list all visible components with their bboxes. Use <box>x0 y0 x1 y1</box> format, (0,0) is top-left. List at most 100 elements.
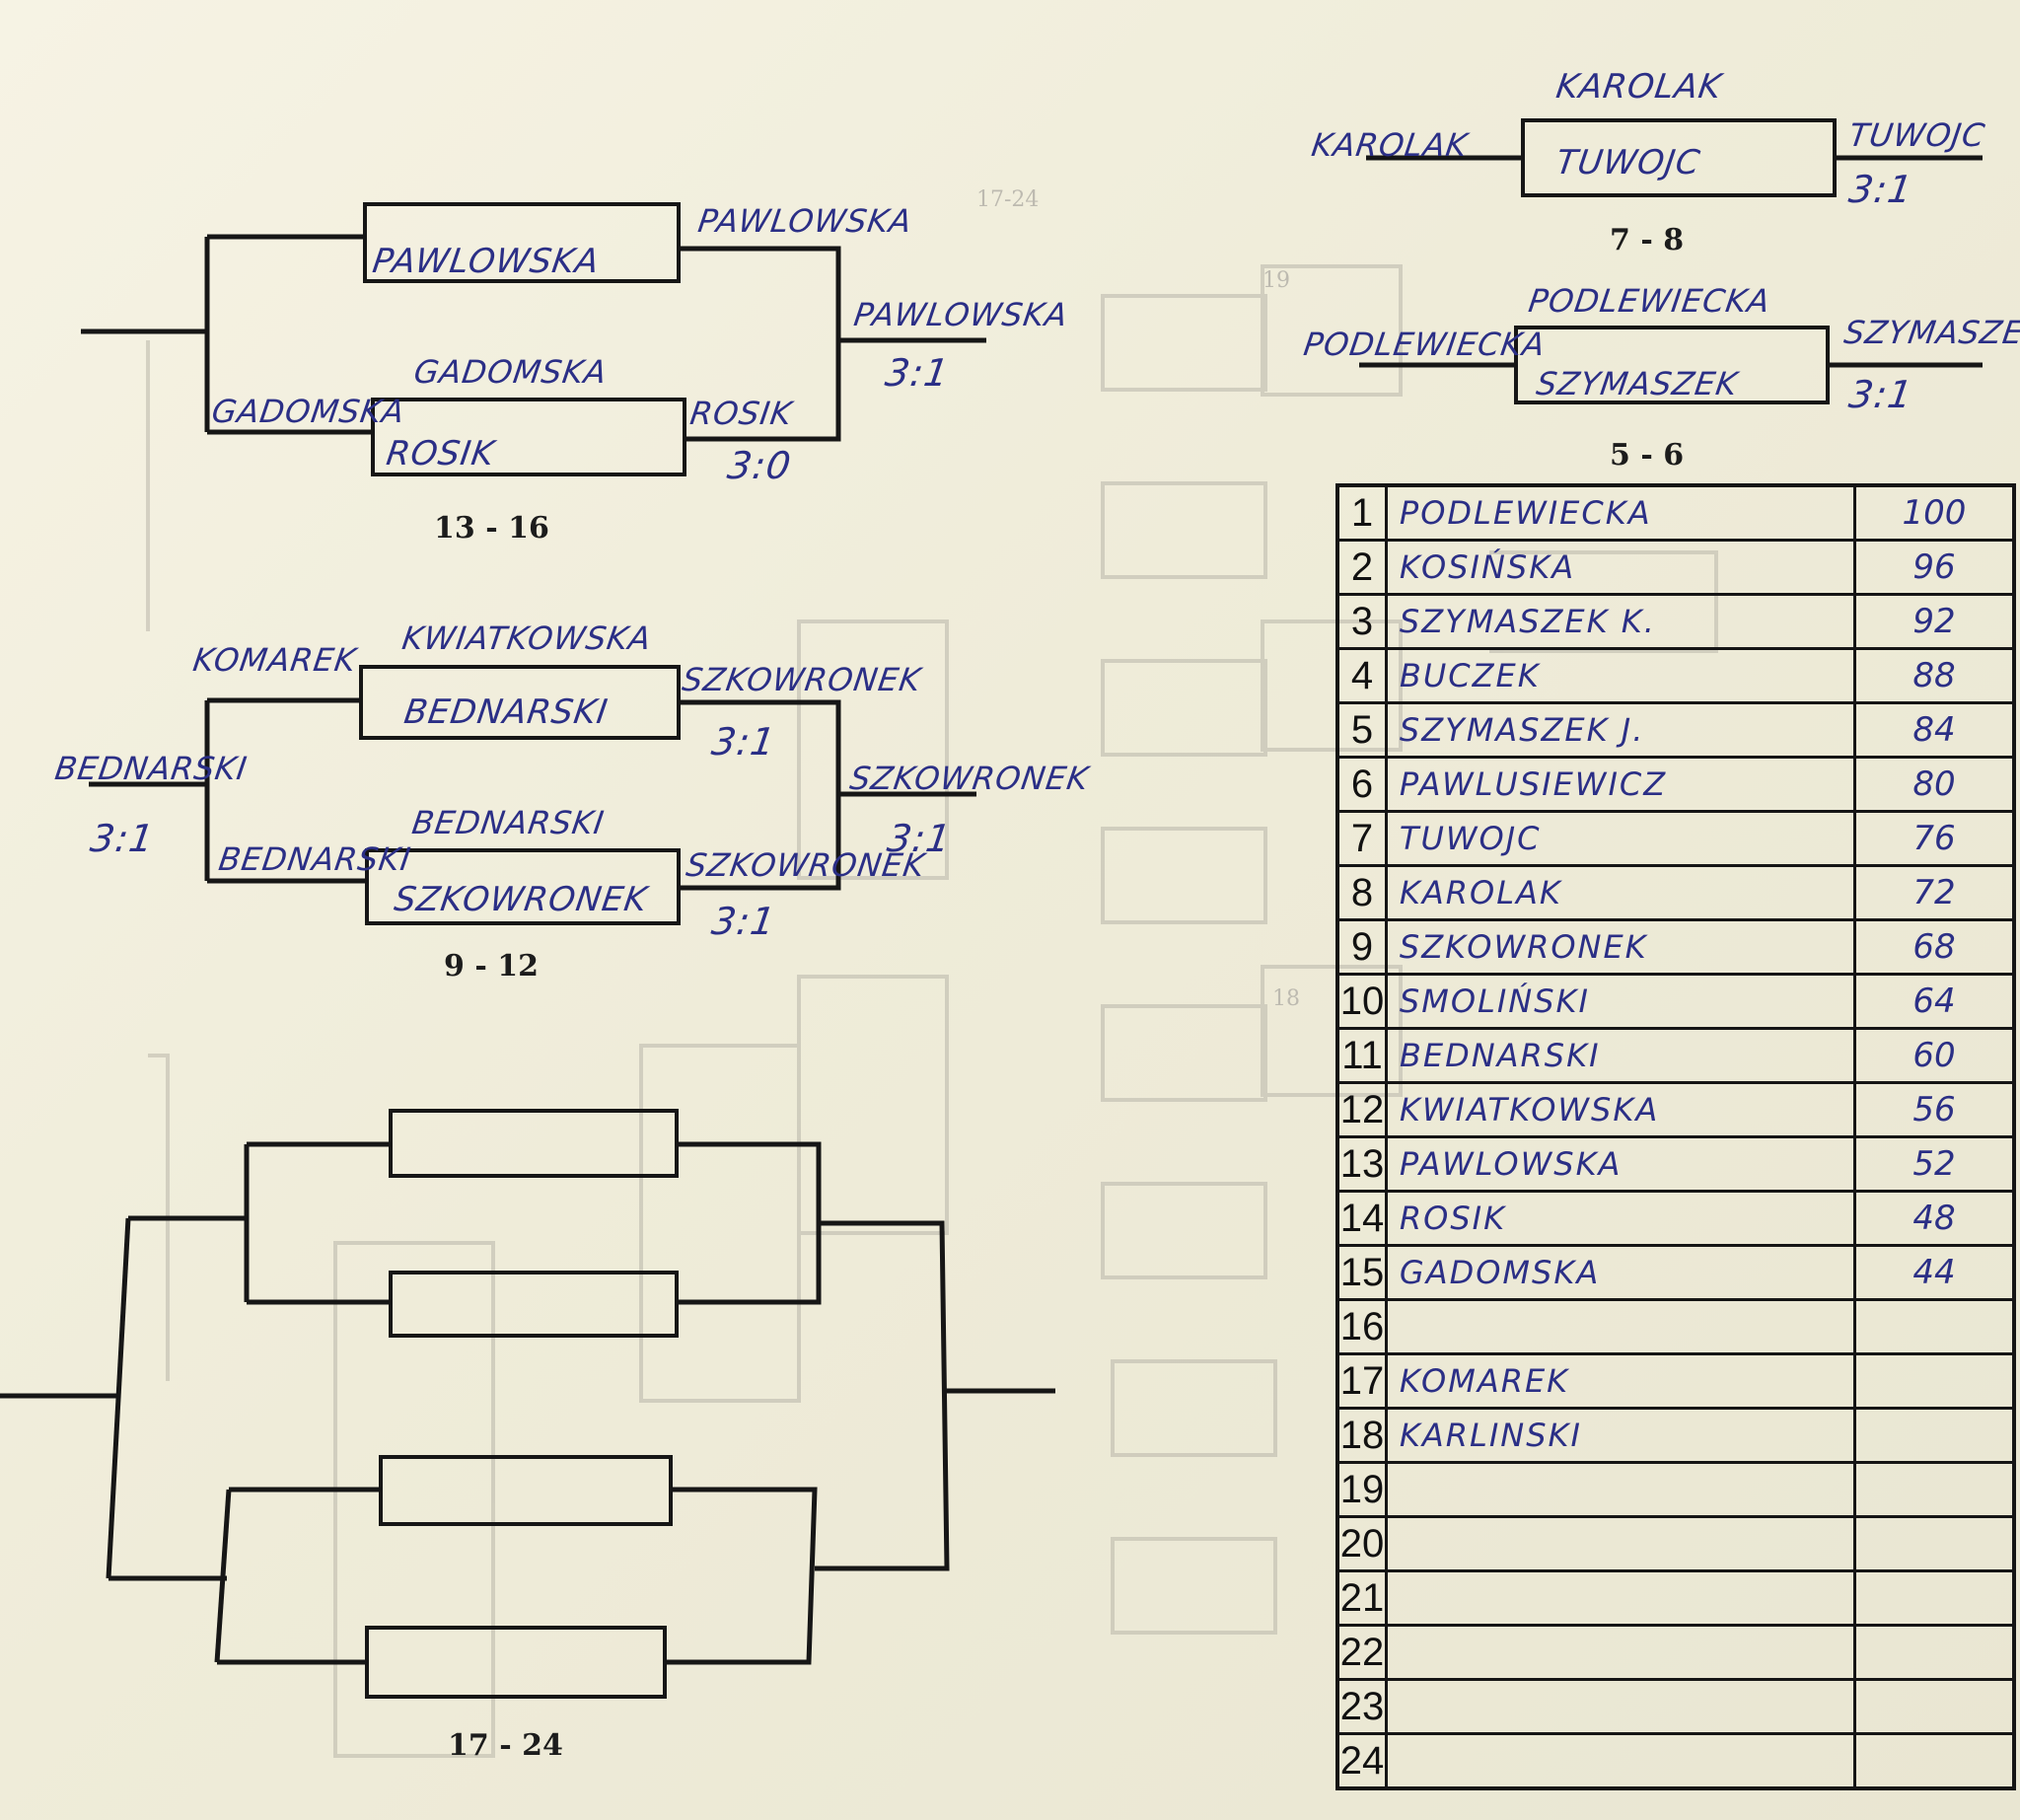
bleed-through-label: 17-24 <box>976 187 1040 212</box>
ranking-name <box>1384 1461 1856 1518</box>
ranking-name: BEDNARSKI <box>1384 1027 1856 1084</box>
ranking-name: BUCZEK <box>1384 647 1856 704</box>
ranking-place: 10 <box>1335 973 1388 1030</box>
ranking-points: 56 <box>1852 1081 2016 1138</box>
match-9-12-left-score: 3:1 <box>87 817 158 860</box>
match-7-8-score: 3:1 <box>1845 168 1916 211</box>
match-13-16-caption: 13 - 16 <box>434 511 549 546</box>
ranking-points: 100 <box>1852 483 2016 542</box>
ranking-place: 23 <box>1335 1678 1388 1735</box>
match-9-12-top-winner: SZKOWRONEK <box>680 661 924 698</box>
match-13-16-final-score: 3:1 <box>882 351 953 395</box>
ranking-name: SZYMASZEK K. <box>1384 593 1856 650</box>
ranking-points <box>1852 1515 2016 1572</box>
ranking-place: 15 <box>1335 1244 1388 1301</box>
match-7-8-top-name: KAROLAK <box>1553 67 1725 107</box>
ranking-name: GADOMSKA <box>1384 1244 1856 1301</box>
match-5-6-box <box>1514 326 1830 404</box>
ranking-name: SZYMASZEK J. <box>1384 701 1856 759</box>
ranking-name: ROSIK <box>1384 1190 1856 1247</box>
ranking-row: 19 <box>1335 1461 2016 1518</box>
ranking-row: 23 <box>1335 1678 2016 1735</box>
ranking-name: TUWOJC <box>1384 810 1856 867</box>
ranking-place: 13 <box>1335 1135 1388 1193</box>
ranking-name: KWIATKOWSKA <box>1384 1081 1856 1138</box>
ranking-points: 44 <box>1852 1244 2016 1301</box>
ranking-points: 60 <box>1852 1027 2016 1084</box>
match-9-12-final-score: 3:1 <box>884 817 955 860</box>
ranking-name: KOSIŃSKA <box>1384 539 1856 596</box>
ranking-points: 88 <box>1852 647 2016 704</box>
ranking-points: 84 <box>1852 701 2016 759</box>
match-13-16-final-winner: PAWLOWSKA <box>851 296 1071 333</box>
ranking-name: KOMAREK <box>1384 1352 1856 1410</box>
match-13-16-bottom-top-name: GADOMSKA <box>411 353 610 391</box>
ranking-points <box>1852 1461 2016 1518</box>
ranking-name <box>1384 1515 1856 1572</box>
ranking-points <box>1852 1732 2016 1790</box>
ranking-points <box>1852 1624 2016 1681</box>
match-9-12-left-name: BEDNARSKI <box>52 750 251 787</box>
ranking-name <box>1384 1569 1856 1627</box>
match-7-8-left-name: KAROLAK <box>1309 126 1471 164</box>
match-9-12-top-score: 3:1 <box>708 720 779 764</box>
match-17-24-box-2 <box>389 1271 679 1338</box>
ranking-place: 5 <box>1335 701 1388 759</box>
ranking-points <box>1852 1407 2016 1464</box>
match-9-12-bottom-left-name: BEDNARSKI <box>216 840 414 878</box>
ranking-row: 22 <box>1335 1624 2016 1681</box>
match-17-24-box-3 <box>379 1455 673 1526</box>
match-13-16-top-box-name: PAWLOWSKA <box>370 242 603 281</box>
match-13-16-bottom-winner: ROSIK <box>687 395 795 432</box>
match-5-6-caption: 5 - 6 <box>1610 438 1685 473</box>
ranking-place: 14 <box>1335 1190 1388 1247</box>
ranking-points: 76 <box>1852 810 2016 867</box>
ranking-points <box>1852 1298 2016 1355</box>
ranking-place: 22 <box>1335 1624 1388 1681</box>
ranking-name <box>1384 1732 1856 1790</box>
ranking-place: 12 <box>1335 1081 1388 1138</box>
match-9-12-top-top-name: KWIATKOWSKA <box>399 619 654 657</box>
ranking-place: 17 <box>1335 1352 1388 1410</box>
ranking-place: 8 <box>1335 864 1388 921</box>
match-7-8-box <box>1521 118 1837 197</box>
match-9-12-top-box <box>359 665 681 740</box>
match-13-16-bottom-score: 3:0 <box>724 444 795 487</box>
ranking-points: 92 <box>1852 593 2016 650</box>
match-7-8-box-name: TUWOJC <box>1553 143 1703 182</box>
ranking-row: 24 <box>1335 1732 2016 1790</box>
ranking-name: PODLEWIECKA <box>1384 483 1856 542</box>
ranking-name: KAROLAK <box>1384 864 1856 921</box>
ranking-row: 20 <box>1335 1515 2016 1572</box>
ranking-points <box>1852 1678 2016 1735</box>
ranking-row: 16 <box>1335 1298 2016 1355</box>
match-5-6-winner: SZYMASZEK <box>1841 314 2020 351</box>
ranking-name <box>1384 1298 1856 1355</box>
ranking-points <box>1852 1352 2016 1410</box>
match-17-24-caption: 17 - 24 <box>448 1728 563 1763</box>
ranking-name: KARLINSKI <box>1384 1407 1856 1464</box>
match-9-12-top-left-name: KOMAREK <box>190 641 359 679</box>
ranking-place: 2 <box>1335 539 1388 596</box>
match-13-16-bottom-left-name: GADOMSKA <box>209 393 407 430</box>
ranking-place: 1 <box>1335 483 1388 542</box>
ranking-points: 48 <box>1852 1190 2016 1247</box>
ranking-place: 21 <box>1335 1569 1388 1627</box>
ranking-place: 3 <box>1335 593 1388 650</box>
ranking-place: 20 <box>1335 1515 1388 1572</box>
ranking-place: 7 <box>1335 810 1388 867</box>
bleed-through-label: 18 <box>1272 986 1300 1011</box>
ranking-place: 19 <box>1335 1461 1388 1518</box>
ranking-points: 52 <box>1852 1135 2016 1193</box>
ranking-name: PAWLUSIEWICZ <box>1384 756 1856 813</box>
ranking-name: SZKOWRONEK <box>1384 918 1856 976</box>
